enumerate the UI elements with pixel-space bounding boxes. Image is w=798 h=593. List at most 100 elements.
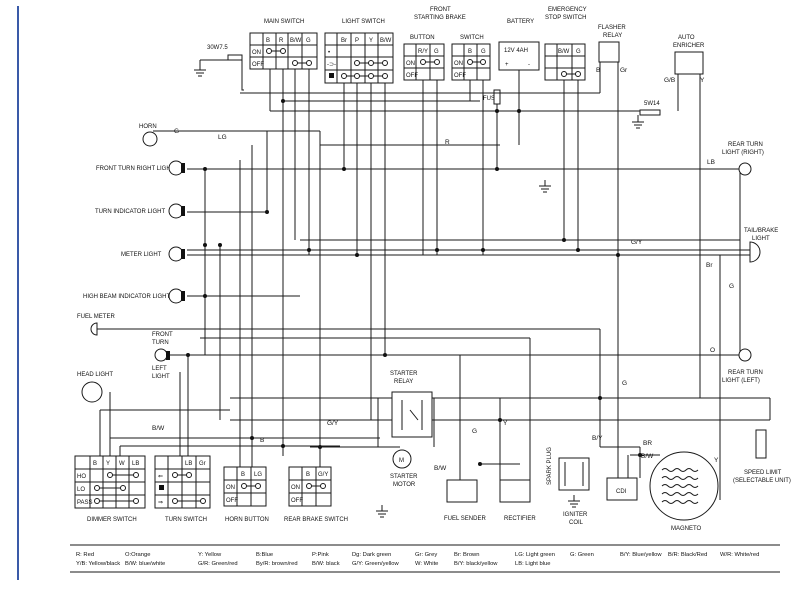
rear-brake-title: REAR BRAKE SWITCH bbox=[284, 517, 348, 523]
fuel-sender: FUEL SENDER bbox=[444, 479, 486, 522]
wire-g-right: G bbox=[729, 283, 734, 290]
switch-r1: OFF bbox=[454, 73, 466, 79]
rtr-title-1: REAR TURN bbox=[728, 142, 763, 148]
legend-entry: By/R: brown/red bbox=[256, 561, 298, 567]
legend-entry: B/Y: Blue/yellow bbox=[620, 552, 662, 558]
main-h0: B bbox=[266, 38, 270, 44]
rear-turn-right-light: REAR TURN LIGHT (RIGHT) bbox=[722, 142, 764, 176]
speed-title-2: (SELECTABLE UNIT) bbox=[733, 478, 791, 484]
rbrake-h0: B bbox=[306, 472, 310, 478]
button-r1: OFF bbox=[406, 73, 418, 79]
legend-entry: LB: Light blue bbox=[515, 561, 550, 567]
wire-gr-flasher: Gr bbox=[620, 67, 628, 74]
ess-title-2: STOP SWITCH bbox=[545, 15, 586, 21]
front-turn-left-light: FRONT TURN LEFT LIGHT bbox=[152, 332, 173, 380]
wire-br-cdi: BR bbox=[643, 440, 652, 447]
turn-left-mark: ⇐ bbox=[158, 474, 163, 480]
battery-rating: 12V 4AH bbox=[504, 48, 528, 54]
light-switch-title: LIGHT SWITCH bbox=[342, 19, 385, 25]
main-h2: B/W bbox=[290, 38, 302, 44]
battery-title: BATTERY bbox=[507, 19, 534, 25]
button-title: BUTTON bbox=[410, 35, 435, 41]
button-h0: R/Y bbox=[418, 49, 428, 55]
switch-h1: G bbox=[481, 49, 486, 55]
igniter-coil: SPARK PLUG IGNITER COIL bbox=[547, 447, 590, 526]
light-h3: B/W bbox=[380, 38, 392, 44]
wire-gy-mid: G/Y bbox=[631, 239, 643, 246]
turn-switch: LB Gr ⇐ ⇒ TURN SWITCH bbox=[154, 455, 211, 523]
motor-m: M bbox=[399, 458, 404, 464]
hornbtn-r1: OFF bbox=[226, 498, 238, 504]
wiring bbox=[97, 57, 771, 518]
front-starting-brake: FRONT STARTING BRAKE BUTTON SWITCH R/Y G… bbox=[403, 7, 491, 81]
rtr-title-2: LIGHT (RIGHT) bbox=[722, 150, 764, 156]
igniter-title-1: IGNITER bbox=[563, 512, 588, 518]
wire-bw-cdi: B/W bbox=[641, 453, 654, 460]
wire-o-right: O bbox=[710, 347, 715, 354]
front-turn-right-light: FRONT TURN RIGHT LIGHT bbox=[96, 160, 185, 176]
wire-lg-horn: LG bbox=[218, 134, 227, 141]
rectifier-title: RECTIFIER bbox=[504, 516, 536, 522]
flasher-relay: FLASHER RELAY B Gr bbox=[596, 25, 628, 74]
rbrake-r1: OFF bbox=[291, 498, 303, 504]
wire-b-flasher: B bbox=[596, 67, 600, 74]
battery: BATTERY 12V 4AH + - FUSE bbox=[483, 19, 540, 105]
rbrake-h1: G/Y bbox=[318, 472, 328, 478]
wire-g-fuel: G bbox=[472, 428, 477, 435]
lamp-30w-body bbox=[227, 54, 243, 61]
button-r0: ON bbox=[406, 61, 415, 67]
ftl-title-3: LEFT bbox=[152, 366, 167, 372]
ftr-title: FRONT TURN RIGHT LIGHT bbox=[96, 166, 175, 172]
head-light-title: HEAD LIGHT bbox=[77, 372, 113, 378]
legend-entry: W/R: White/red bbox=[720, 552, 759, 558]
legend-entry: B/Y: black/yellow bbox=[454, 561, 498, 567]
switch-title: SWITCH bbox=[460, 35, 484, 41]
light-h1: P bbox=[355, 38, 359, 44]
battery-minus: - bbox=[528, 62, 530, 68]
wire-bw-fuel: B/W bbox=[434, 465, 447, 472]
light-h0: Br bbox=[341, 38, 347, 44]
battery-plus: + bbox=[505, 62, 509, 68]
dimmer-switch: B Y W LB HO LO PASS DIMMER SWITCH bbox=[74, 455, 146, 523]
dimmer-h2: W bbox=[119, 461, 125, 467]
rtl-title-1: REAR TURN bbox=[728, 370, 763, 376]
main-switch-title: MAIN SWITCH bbox=[264, 19, 304, 25]
enricher-title-2: ENRICHER bbox=[673, 43, 705, 49]
horn: HORN bbox=[139, 124, 158, 147]
switch-r0: ON bbox=[454, 61, 463, 67]
auto-enricher: AUTO ENRICHER G/B Y 5W14 bbox=[639, 35, 705, 116]
speed-title-1: SPEED LIMIT bbox=[744, 470, 782, 476]
button-h1: G bbox=[434, 49, 439, 55]
ftl-title-2: TURN bbox=[152, 340, 169, 346]
legend-entry: G: Green bbox=[570, 552, 594, 558]
light-pos-mark: -⊃- bbox=[327, 62, 336, 68]
turn-indicator-light: TURN INDICATOR LIGHT bbox=[95, 203, 185, 219]
ftl-title-1: FRONT bbox=[152, 332, 173, 338]
turn-off-mark bbox=[159, 485, 164, 490]
wire-y-speed: Y bbox=[714, 457, 719, 464]
legend-entry: Br: Brown bbox=[454, 552, 479, 558]
dimmer-r2: PASS bbox=[77, 500, 93, 506]
legend-entry: O:Orange bbox=[125, 552, 150, 558]
legend-entry: Y/B: Yellow/black bbox=[76, 561, 120, 567]
wire-lb-right: LB bbox=[707, 159, 715, 166]
wire-g-horn: G bbox=[174, 128, 179, 135]
lamp-5w14: 5W14 bbox=[644, 101, 660, 107]
legend-entry: B/W: blue/white bbox=[125, 561, 165, 567]
magneto-title: MAGNETO bbox=[671, 526, 702, 532]
legend-entry: Y: Yellow bbox=[198, 552, 222, 558]
horn-button: B LG ON OFF HORN BUTTON bbox=[223, 466, 269, 523]
fuel-meter: FUEL METER bbox=[77, 314, 115, 336]
fsb-title-1: FRONT bbox=[430, 7, 451, 13]
dimmer-h3: LB bbox=[132, 461, 139, 467]
magneto: MAGNETO bbox=[649, 451, 719, 532]
tail-title-2: LIGHT bbox=[752, 236, 770, 242]
stop-h0: B/W bbox=[558, 49, 570, 55]
dimmer-r1: LO bbox=[77, 487, 85, 493]
tail-brake-light: TAIL/BRAKE LIGHT bbox=[744, 228, 778, 263]
light-off-mark: • bbox=[328, 50, 330, 56]
light-head-mark bbox=[329, 73, 334, 78]
